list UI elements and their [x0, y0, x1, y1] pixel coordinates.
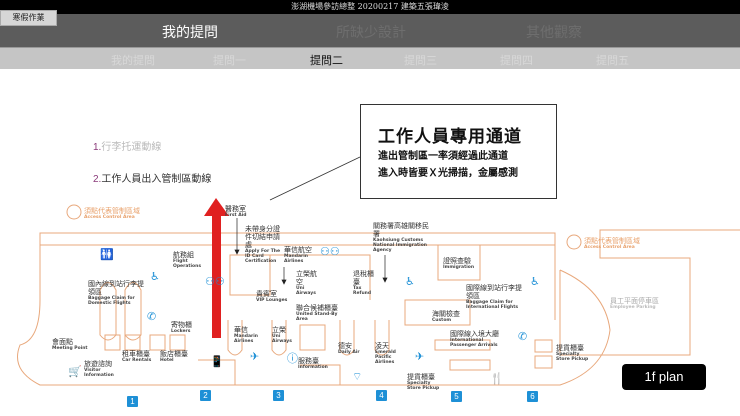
airplane-icon: ✈: [415, 350, 424, 363]
legend-item-staff-route[interactable]: 2.工作人員出入管制區動線: [93, 174, 212, 185]
staff-route-arrow-shaft: [212, 213, 221, 338]
callout-box: 工作人員專用通道 進出管制區一率須經過此通道 進入時皆要Ｘ光掃描，金屬感測: [360, 104, 557, 199]
gate-4: 4: [376, 390, 387, 401]
window-title: 澎湖機場參訪總整 20200217 建築五張瑋淩: [0, 0, 740, 14]
subtab-question-3[interactable]: 提問三: [404, 54, 437, 67]
callout-line-2: 進入時皆要Ｘ光掃描，金屬感測: [378, 168, 518, 179]
callout-line-1: 進出管制區一率須經過此通道: [378, 151, 508, 162]
gate-5: 5: [451, 391, 462, 402]
information-icon: ⓘ: [287, 352, 298, 365]
phone-icon: 📱: [210, 355, 224, 368]
tab-missing-design[interactable]: 所缺少設計: [336, 25, 406, 41]
staff-route-arrow-head: [204, 198, 229, 216]
tab-other-observations[interactable]: 其他觀察: [526, 25, 582, 41]
legend-item-baggage[interactable]: 1.行李托運動線: [93, 142, 162, 153]
airplane-icon: ✈: [250, 350, 259, 363]
subtab-question-2[interactable]: 提問二: [310, 54, 343, 67]
restroom-icon: ⚇⚇: [205, 275, 225, 288]
1f-plan-button[interactable]: 1f plan: [622, 364, 706, 390]
phone-icon: ✆: [518, 330, 527, 343]
phone-icon: ✆: [147, 310, 156, 323]
gate-3: 3: [273, 390, 284, 401]
wifi-icon: ⌔: [352, 370, 362, 383]
restroom-icon: ⚇⚇: [320, 245, 340, 258]
gate-2: 2: [200, 390, 211, 401]
amenity-icons: ♿ 🚻 ⚇⚇ ⚇⚇ ♿ ♿ 🛒 ✈ ✈ 📱 ⓘ ⌔ ✆ ✆ 🍴: [68, 245, 540, 385]
subtab-my-questions[interactable]: 我的提問: [111, 54, 155, 67]
homework-button[interactable]: 寒假作業: [0, 10, 57, 26]
wheelchair-icon: ♿: [405, 275, 415, 288]
wheelchair-icon: ♿: [530, 275, 540, 288]
access-area-key-icon: [66, 204, 82, 220]
access-area-key-icon: [566, 234, 582, 250]
tab-my-questions[interactable]: 我的提問: [162, 25, 218, 41]
gate-1: 1: [127, 396, 138, 407]
subtab-question-1[interactable]: 提問一: [213, 54, 246, 67]
wheelchair-icon: ♿: [150, 270, 160, 283]
subtab-question-5[interactable]: 提問五: [596, 54, 629, 67]
gate-6: 6: [527, 391, 538, 402]
restroom-icon: 🚻: [100, 248, 114, 261]
restaurant-icon: 🍴: [490, 372, 504, 385]
callout-title: 工作人員專用通道: [378, 127, 522, 147]
main-tabs: 我的提問 所缺少設計 其他觀察: [0, 14, 740, 47]
subtab-question-4[interactable]: 提問四: [500, 54, 533, 67]
cart-icon: 🛒: [68, 365, 82, 378]
sub-tabs: 我的提問 提問一 提問二 提問三 提問四 提問五: [0, 47, 740, 69]
